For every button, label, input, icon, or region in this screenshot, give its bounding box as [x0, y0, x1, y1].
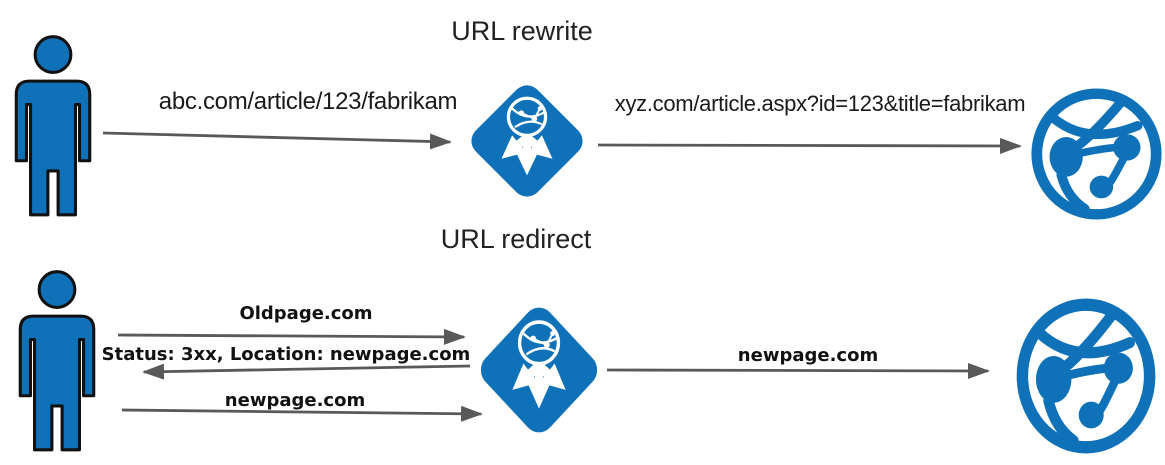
redirect-status-response-arrow: [142, 363, 471, 380]
redirect-newpage-request-label: newpage.com: [224, 390, 366, 411]
person-head: [37, 270, 77, 309]
person-body: [14, 79, 92, 217]
globe-network-nodes: [1035, 352, 1133, 429]
rewrite-rewritten-url-label: xyz.com/article.aspx?id=123&title=fabrik…: [614, 91, 1026, 116]
globe-ring: [1016, 298, 1156, 454]
section-title-url-redirect: URL redirect: [440, 224, 592, 254]
person-body: [18, 314, 96, 452]
redirect-forwarded-label: newpage.com: [737, 345, 879, 366]
globe-network-nodes: [1049, 134, 1141, 199]
redirect-oldpage-request-arrow: [117, 328, 466, 345]
web-app-globe-icon: [1016, 298, 1156, 454]
redirect-newpage-request-arrow: [121, 405, 483, 422]
redirect-status-label: Status: 3xx, Location: newpage.com: [101, 344, 471, 365]
rewrite-forward-arrow: [597, 137, 1022, 154]
rewrite-request-arrow: [102, 131, 452, 150]
application-gateway-icon: [480, 307, 598, 433]
person-icon: [14, 35, 92, 217]
application-gateway-icon: [471, 85, 583, 197]
rewrite-request-url-label: abc.com/article/123/fabrikam: [158, 88, 458, 115]
gateway-globe: [506, 96, 548, 138]
section-title-url-rewrite: URL rewrite: [451, 16, 593, 46]
gateway-globe: [517, 320, 561, 366]
redirect-forward-arrow: [606, 362, 990, 379]
person-head: [33, 35, 73, 74]
person-icon: [18, 270, 96, 452]
globe-ring: [1031, 88, 1162, 220]
redirect-oldpage-label: Oldpage.com: [239, 303, 373, 324]
web-app-globe-icon: [1031, 88, 1162, 220]
